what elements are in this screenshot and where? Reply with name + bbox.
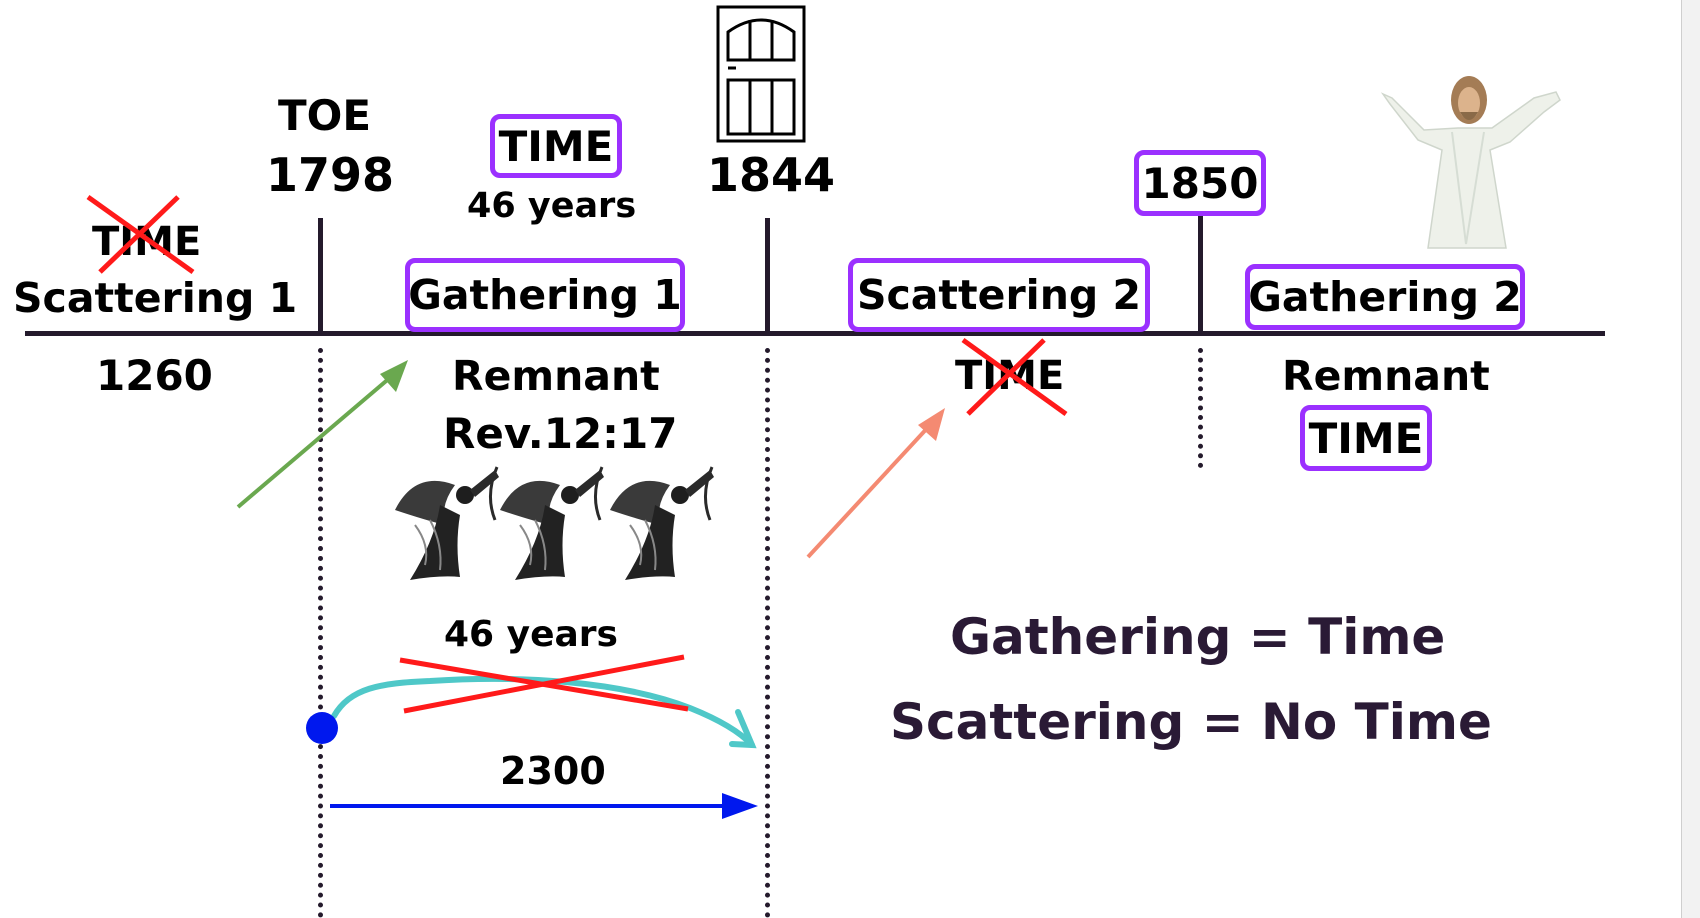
dotted-line-1798 xyxy=(318,348,323,918)
marker-1844 xyxy=(765,218,770,333)
equation-scattering: Scattering = No Time xyxy=(890,693,1492,751)
door-icon xyxy=(716,5,806,143)
marker-1798 xyxy=(318,218,323,333)
year-1844: 1844 xyxy=(707,148,836,202)
green-arrow xyxy=(236,360,408,509)
jesus-figure-icon xyxy=(1380,76,1561,249)
gathering1-time-box: TIME xyxy=(490,114,622,178)
timeline-axis xyxy=(25,331,1605,336)
gathering1-remnant: Remnant xyxy=(452,352,660,400)
start-point-dot xyxy=(306,712,338,744)
equation-gathering: Gathering = Time xyxy=(950,608,1446,666)
cross-scattering2-time xyxy=(961,337,1068,417)
marker-1850 xyxy=(1198,215,1203,333)
dotted-line-1844 xyxy=(765,348,770,918)
angel-1-icon xyxy=(395,466,499,580)
scrollbar[interactable] xyxy=(1681,0,1700,918)
salmon-arrow xyxy=(806,408,945,559)
gathering2-remnant: Remnant xyxy=(1282,352,1490,400)
dotted-line-1850 xyxy=(1198,348,1203,468)
scattering1-period: 1260 xyxy=(96,351,213,400)
crossed-span-label: 46 years xyxy=(444,614,618,655)
scattering1-label: Scattering 1 xyxy=(13,274,298,322)
scattering2-label: Scattering 2 xyxy=(848,258,1150,332)
gathering2-label: Gathering 2 xyxy=(1245,264,1525,330)
gathering2-time-box: TIME xyxy=(1300,405,1432,471)
teal-curve-arrow xyxy=(331,675,757,749)
angel-3-icon xyxy=(610,466,714,580)
angel-trumpet-icon xyxy=(395,466,714,580)
blue-arrow-2300 xyxy=(330,793,758,819)
toe-label: TOE xyxy=(278,91,372,140)
gathering1-duration: 46 years xyxy=(467,186,637,226)
cross-46-years xyxy=(399,654,689,714)
angel-2-icon xyxy=(500,466,604,580)
span-2300-label: 2300 xyxy=(500,749,606,793)
gathering1-label: Gathering 1 xyxy=(405,258,685,332)
gathering1-scripture: Rev.12:17 xyxy=(443,409,678,458)
year-1798: 1798 xyxy=(266,148,395,202)
year-1850-box: 1850 xyxy=(1134,150,1266,216)
cross-scattering1-time xyxy=(86,194,195,275)
